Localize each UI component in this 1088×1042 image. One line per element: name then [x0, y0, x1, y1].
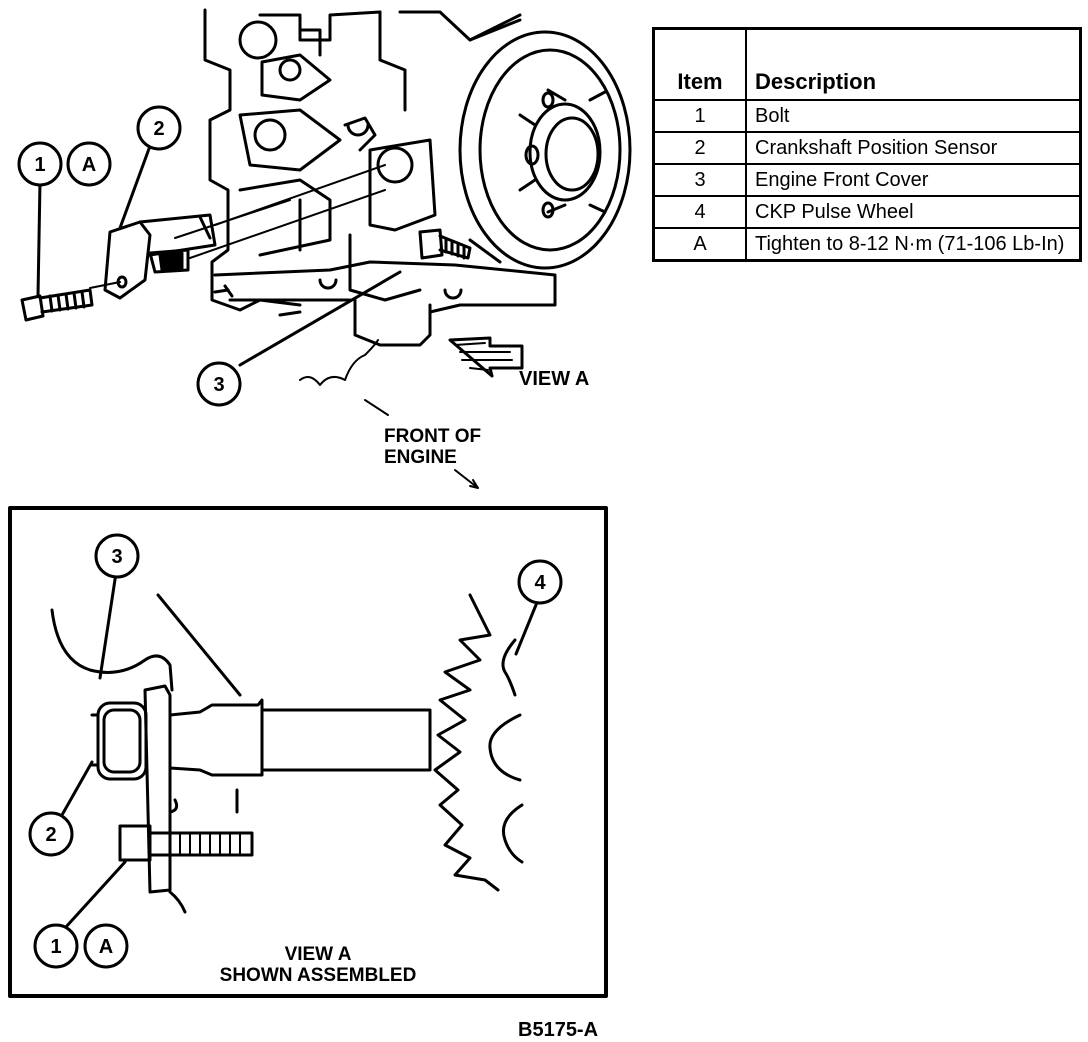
legend-item: 1: [652, 99, 747, 133]
front-of-engine-line1: FRONT OF: [384, 426, 481, 447]
engine-block: [203, 8, 557, 347]
crankshaft-pulley: [458, 18, 632, 270]
legend-row: A Tighten to 8-12 N·m (71-106 Lb-In): [652, 227, 1082, 262]
legend-row: 1 Bolt: [652, 99, 1082, 133]
legend-header-description: Description: [745, 27, 1082, 101]
callout-2-view: 2: [45, 824, 56, 846]
leader-view-4: [514, 598, 540, 656]
callout-3-view: 3: [111, 546, 122, 568]
figure-code: B5175-A: [518, 1019, 598, 1041]
pulse-wheel-arc-2: [488, 713, 522, 782]
crankshaft-position-sensor-exploded: [103, 213, 217, 300]
legend-description: Engine Front Cover: [745, 163, 1082, 197]
leader-view-3: [98, 571, 118, 680]
pulse-wheel-arc-1: [501, 638, 517, 697]
legend-item: 3: [652, 163, 747, 197]
front-of-engine-line2: ENGINE: [384, 447, 457, 468]
legend-item: A: [652, 227, 747, 262]
legend-item: 2: [652, 131, 747, 165]
legend-description: Crankshaft Position Sensor: [745, 131, 1082, 165]
callout-3-top: 3: [213, 374, 224, 396]
view-a-label: VIEW A: [519, 368, 589, 390]
legend-item: 4: [652, 195, 747, 229]
legend-header-row: Item Description: [652, 27, 1082, 101]
alignment-lines: [89, 164, 386, 289]
callout-4-view: 4: [534, 572, 546, 594]
legend-description: Tighten to 8-12 N·m (71-106 Lb-In): [745, 227, 1082, 262]
legend-header-item: Item: [652, 27, 747, 101]
callout-1-top: 1: [34, 154, 45, 176]
legend-row: 2 Crankshaft Position Sensor: [652, 131, 1082, 165]
view-a-caption-line1: VIEW A: [285, 944, 352, 965]
callout-a-top: A: [82, 154, 96, 176]
bolt-exploded: [20, 288, 94, 322]
legend-description: CKP Pulse Wheel: [745, 195, 1082, 229]
legend-description: Bolt: [745, 99, 1082, 133]
leader-1: [36, 180, 42, 298]
leader-view-2: [60, 760, 94, 817]
front-of-engine-arrow: [454, 469, 479, 489]
legend-table: Item Description 1 Bolt 2 Crankshaft Pos…: [652, 27, 1082, 262]
callout-2-top: 2: [153, 118, 164, 140]
view-a-frame: [8, 506, 608, 998]
leader-view-1: [63, 860, 127, 930]
callout-1-view: 1: [50, 936, 61, 958]
view-a-arrow: [448, 336, 524, 378]
pulse-wheel-arc-3: [501, 803, 524, 864]
legend-row: 4 CKP Pulse Wheel: [652, 195, 1082, 229]
leader-3: [238, 270, 402, 367]
view-a-caption-line2: SHOWN ASSEMBLED: [220, 965, 417, 986]
stud: [418, 228, 472, 260]
pulse-wheel-teeth: [433, 593, 500, 892]
callout-a-view: A: [99, 936, 113, 958]
view-a-assembled-illustration: [50, 593, 432, 914]
leader-2: [118, 144, 152, 230]
legend-row: 3 Engine Front Cover: [652, 163, 1082, 197]
